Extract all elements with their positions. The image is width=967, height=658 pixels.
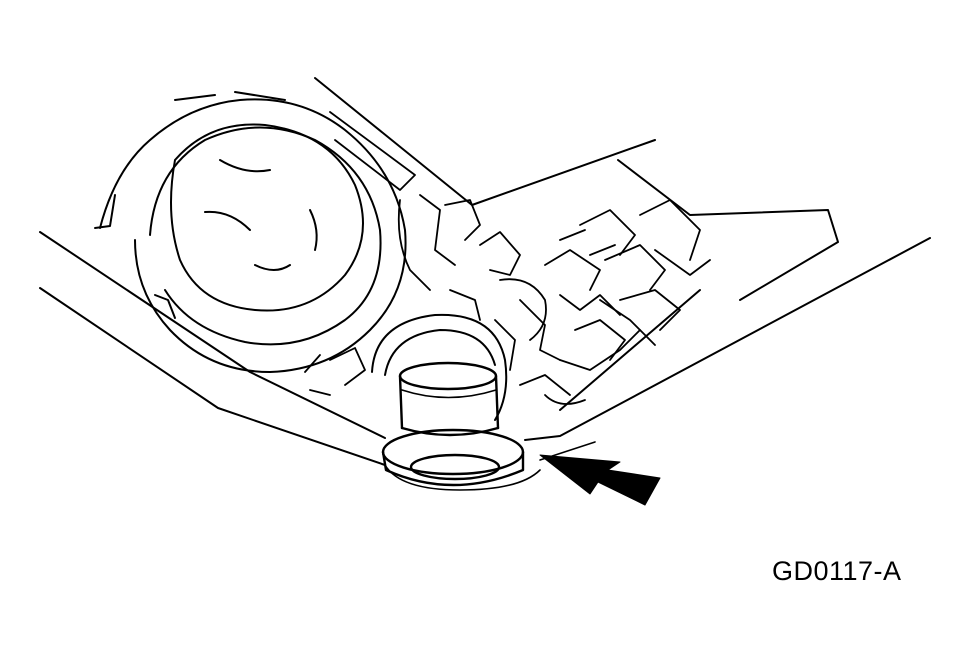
housing-outline (39, 77, 931, 491)
filter-seal (381, 361, 525, 487)
figure-reference-code: GD0117-A (772, 556, 902, 586)
fluid-passages (304, 111, 711, 405)
large-ring (94, 91, 407, 373)
seal-bore (371, 313, 508, 421)
pointer-arrow (539, 454, 661, 506)
